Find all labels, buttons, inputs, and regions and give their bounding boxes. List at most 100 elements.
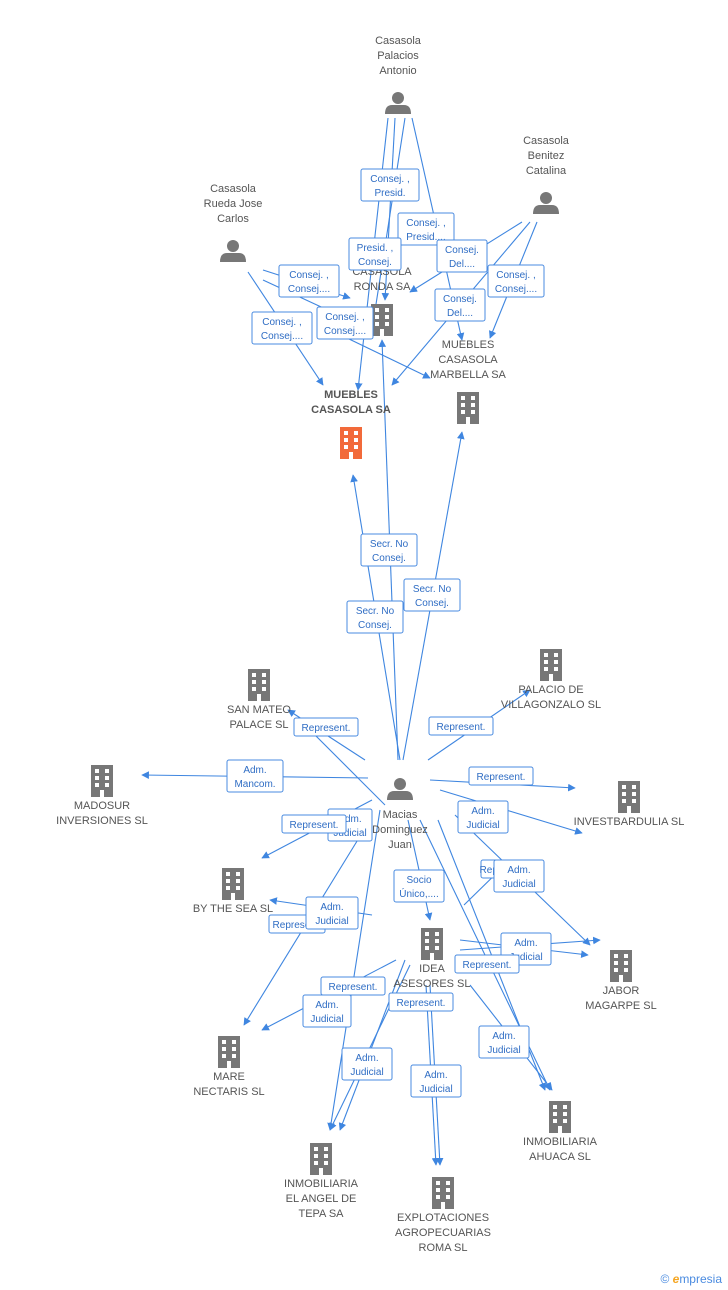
relation-text: Represent. (437, 722, 486, 733)
building-icon (457, 392, 479, 424)
relation-box-r16[interactable]: Represent. (468, 766, 534, 786)
node-label-line: MADOSUR (74, 800, 130, 812)
relation-text: Judicial (333, 828, 366, 839)
node-label-line: CASASOLA (438, 354, 498, 366)
building-icon (610, 950, 632, 982)
edge-23 (327, 809, 381, 1131)
relation-text: Socio (406, 875, 431, 886)
person-icon (385, 92, 411, 114)
relation-box-r24[interactable]: Adm.Judicial (305, 896, 359, 930)
relation-text: Consej. , (325, 312, 364, 323)
relation-text: Adm. (424, 1070, 447, 1081)
node-label-line: IDEA (419, 963, 445, 975)
relation-box-r4[interactable]: Consej.Del.... (436, 239, 488, 273)
relation-box-r8[interactable]: Consej. ,Consej.... (251, 311, 313, 345)
node-label-line: AGROPECUARIAS (395, 1227, 491, 1239)
node-label-line: Casasola (210, 183, 257, 195)
relation-layer: Consej. ,Presid.Consej. ,Presid....Presi… (226, 168, 552, 1098)
node-label-line: Casasola (523, 135, 570, 147)
node-label-line: NECTARIS SL (193, 1086, 264, 1098)
relation-box-frame (360, 533, 418, 567)
person-icon (387, 778, 413, 800)
relation-box-frame (434, 288, 486, 322)
relation-box-frame (281, 814, 347, 834)
relation-box-r14[interactable]: Represent. (428, 716, 494, 736)
relation-box-r32[interactable]: Adm.Judicial (478, 1025, 530, 1059)
company-node-bythesea[interactable]: BY THE SEA SL (193, 868, 273, 915)
relation-box-r6[interactable]: Consej. ,Consej.... (487, 264, 545, 298)
node-label-line: MAGARPE SL (585, 1000, 657, 1012)
relation-box-r20[interactable]: SocioÚnico,.... (393, 869, 445, 903)
relation-box-r31[interactable]: Adm.Judicial (410, 1064, 462, 1098)
building-icon (371, 304, 393, 336)
relation-box-r27[interactable]: Adm.Judicial (302, 994, 352, 1028)
node-label-line: PALACE SL (229, 719, 288, 731)
relation-box-r13[interactable]: Represent. (293, 717, 359, 737)
relation-box-r15[interactable]: Adm.Mancom. (226, 759, 284, 793)
relation-box-r9[interactable]: Consej. , Consej.... (316, 306, 374, 340)
relation-box-r1[interactable]: Consej. ,Presid. (360, 168, 420, 202)
node-label-line: RONDA SA (354, 281, 412, 293)
relation-box-frame (428, 716, 494, 736)
relation-box-frame (478, 1025, 530, 1059)
copyright-icon: © (660, 1272, 670, 1286)
node-label-line: INMOBILIARIA (523, 1136, 598, 1148)
company-node-investbardulia[interactable]: INVESTBARDULIA SL (574, 781, 685, 828)
relation-box-frame (316, 306, 374, 340)
relation-box-r30[interactable]: Adm.Judicial (341, 1047, 393, 1081)
relation-text: Judicial (466, 820, 499, 831)
relation-box-r22[interactable]: Adm.Judicial (493, 859, 545, 893)
relation-text: Represent. (463, 960, 512, 971)
relation-box-r5[interactable]: Consej. ,Consej.... (278, 264, 340, 298)
relation-box-r2[interactable]: Consej. ,Presid.... (397, 212, 455, 246)
building-icon (421, 928, 443, 960)
relation-text: Represent. (290, 820, 339, 831)
relation-box-r29[interactable]: Represent. (388, 992, 454, 1012)
relation-text: Judicial (350, 1067, 383, 1078)
relation-text: Presid.... (406, 232, 445, 243)
building-icon (310, 1143, 332, 1175)
relation-box-r18[interactable]: Adm.Judicial (457, 800, 509, 834)
node-label-line: INVESTBARDULIA SL (574, 816, 685, 828)
relation-box-r7[interactable]: Consej.Del.... (434, 288, 486, 322)
node-label-line: INMOBILIARIA (284, 1178, 359, 1190)
relation-text: Consej.... (324, 326, 366, 337)
relation-box-frame (251, 311, 313, 345)
relation-box-frame (410, 1064, 462, 1098)
edge-2 (369, 117, 406, 331)
building-icon (248, 669, 270, 701)
brand-watermark: © empresia (660, 1272, 722, 1286)
relation-box-r19[interactable]: Represent. (281, 814, 347, 834)
relation-text: Consej. (358, 620, 392, 631)
node-label-line: VILLAGONZALO SL (501, 699, 601, 711)
node-label-line: Palacios (377, 50, 419, 62)
node-label-line: Carlos (217, 213, 249, 225)
relation-box-r26[interactable]: Represent. (454, 954, 520, 974)
relation-text: Judicial (315, 916, 348, 927)
relation-box-r3[interactable]: Presid. ,Consej. (348, 237, 402, 271)
building-icon (549, 1101, 571, 1133)
relation-text: Judicial (310, 1014, 343, 1025)
relation-box-r28[interactable]: Represent. (320, 976, 386, 996)
relation-text: Consej. (445, 245, 479, 256)
relation-text: Adm. (338, 814, 361, 825)
node-label-line: Macias (383, 809, 418, 821)
